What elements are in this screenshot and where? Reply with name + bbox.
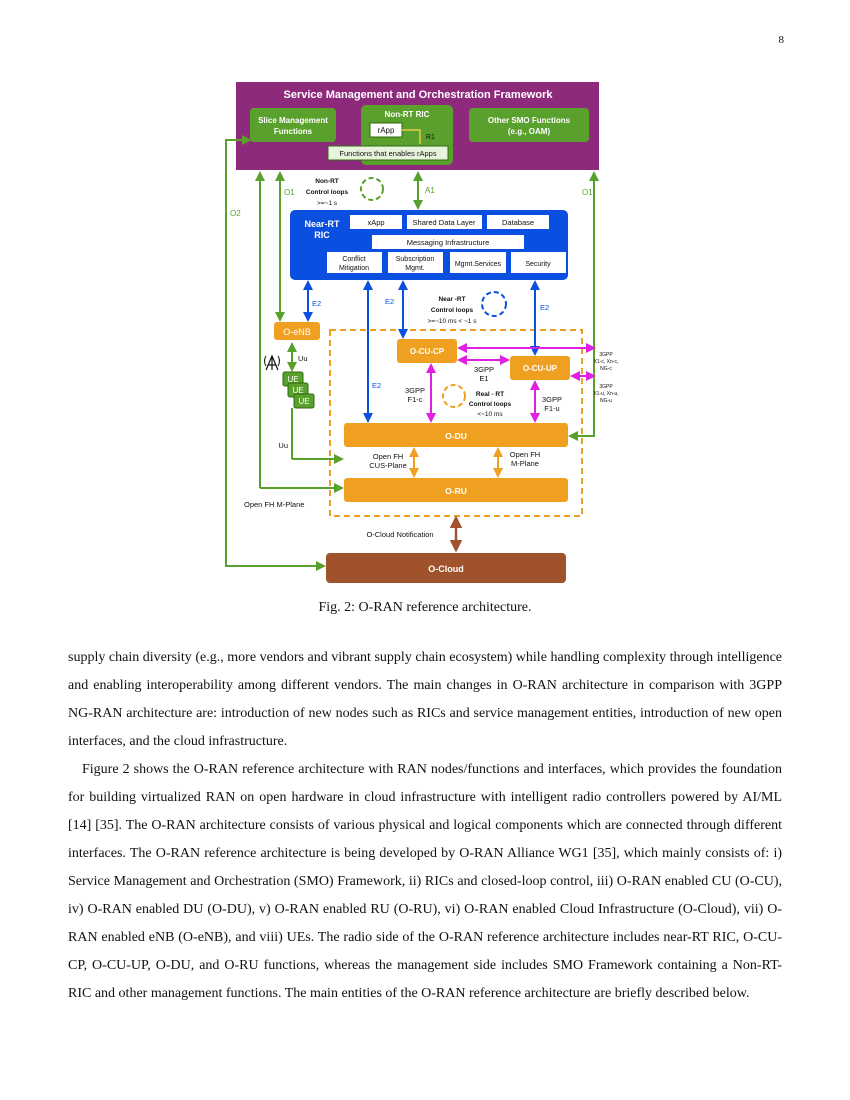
- o1-right-label: O1: [582, 188, 593, 197]
- subscription-box: [388, 252, 443, 273]
- messaging-box: [372, 235, 524, 249]
- xapp-box: [350, 215, 402, 229]
- x1-cp-label-2: X1-c, Xn-c,: [594, 359, 619, 365]
- messaging-label: Messaging Infrastructure: [407, 238, 490, 247]
- e2-oenb-label: E2: [312, 299, 321, 308]
- o2-label: O2: [230, 209, 241, 218]
- non-rt-loop-icon: [360, 177, 384, 201]
- f1c-label-2: F1-c: [408, 395, 423, 404]
- figure-caption: Fig. 2: O-RAN reference architecture.: [318, 600, 532, 615]
- non-rt-loop-label-3: >=~1 s: [317, 200, 338, 207]
- e1-label-2: E1: [479, 374, 488, 383]
- uu-lower-label: Uu: [278, 441, 288, 450]
- shared-data-layer-box: [407, 215, 482, 229]
- r1-label: R1: [426, 134, 435, 141]
- security-box: [511, 252, 566, 273]
- paragraph-2: Figure 2 shows the O-RAN reference archi…: [68, 762, 782, 1001]
- near-rt-loop-label-2: Control loops: [431, 307, 474, 314]
- a1-label: A1: [425, 186, 435, 195]
- r1-line: [402, 129, 421, 144]
- x1-cp-label-1: 3GPP: [599, 352, 613, 358]
- body-text: supply chain diversity (e.g., more vendo…: [68, 644, 782, 1008]
- shared-data-layer-label: Shared Data Layer: [413, 218, 476, 227]
- ocloud-notification-label: O-Cloud Notification: [366, 530, 433, 539]
- mgmt-services-label: Mgmt.Services: [455, 261, 502, 268]
- oru-box: [344, 478, 568, 502]
- open-fh-m-left-label: Open FH M-Plane: [244, 500, 304, 509]
- smo-title: Service Management and Orchestration Fra…: [284, 89, 554, 101]
- conflict-box: [327, 252, 382, 273]
- f1u-label-1: 3GPP: [542, 395, 562, 404]
- conflict-label-2: Mitigation: [339, 265, 369, 272]
- enables-rapps-label: Functions that enables rApps: [339, 149, 436, 158]
- other-smo-box: [469, 108, 589, 142]
- o1-left-label: O1: [284, 188, 295, 197]
- odu-label: O-DU: [445, 431, 467, 441]
- x1-up-label-2: X1-u, Xn-u,: [593, 391, 618, 397]
- uu-upper-label: Uu: [298, 354, 308, 363]
- ue-label-2: UE: [292, 386, 303, 395]
- near-rt-ric-title-1: Near-RT: [304, 219, 340, 229]
- ue-label-1: UE: [287, 375, 298, 384]
- x1-up-label-1: 3GPP: [599, 384, 613, 390]
- ocloud-label: O-Cloud: [428, 564, 464, 574]
- ue-label-3: UE: [298, 397, 309, 406]
- mgmt-services-box: [450, 252, 506, 273]
- real-rt-loop-label-1: Real - RT: [476, 391, 504, 398]
- subscription-label-2: Mgmt.: [405, 265, 425, 272]
- slice-mgmt-label-2: Functions: [274, 127, 313, 136]
- paragraph-1: supply chain diversity (e.g., more vendo…: [68, 650, 782, 749]
- e2-ocucp-label: E2: [385, 297, 394, 306]
- f1u-label-2: F1-u: [544, 404, 559, 413]
- oenb-box: [274, 322, 320, 340]
- enables-rapps-box: [327, 145, 449, 161]
- architecture-diagram: Service Management and Orchestration Fra…: [225, 82, 619, 583]
- ocuup-label: O-CU-UP: [523, 364, 558, 373]
- other-smo-label-1: Other SMO Functions: [488, 116, 571, 125]
- open-fh-m-label-2: M-Plane: [511, 459, 539, 468]
- non-rt-loop-label-1: Non-RT: [315, 178, 338, 185]
- oru-label: O-RU: [445, 486, 467, 496]
- open-fh-cus-label-1: Open FH: [373, 452, 403, 461]
- slice-mgmt-box: [250, 108, 336, 142]
- f1c-label-1: 3GPP: [405, 386, 425, 395]
- near-rt-loop-label-1: Near -RT: [438, 296, 465, 303]
- ocucp-box: [397, 339, 457, 363]
- ue-box-3: [293, 393, 315, 409]
- real-rt-loop-label-3: <~10 ms: [477, 411, 503, 418]
- ocucp-label: O-CU-CP: [410, 347, 445, 356]
- non-rt-ric-title: Non-RT RIC: [385, 110, 430, 119]
- ocuup-box: [510, 356, 570, 380]
- near-rt-loop-icon: [481, 291, 507, 317]
- database-box: [487, 215, 549, 229]
- open-fh-cus-label-2: CUS-Plane: [369, 461, 407, 470]
- x1-up-label-3: NG-u: [600, 398, 612, 404]
- e1-label-1: 3GPP: [474, 365, 494, 374]
- ocloud-box: [326, 553, 566, 583]
- slice-mgmt-label-1: Slice Management: [258, 116, 328, 125]
- other-smo-label-2: (e.g., OAM): [508, 127, 551, 136]
- x1-cp-label-3: NG-c: [600, 366, 612, 372]
- non-rt-loop-label-2: Control loops: [306, 189, 349, 196]
- e2-ocuup-label: E2: [540, 303, 549, 312]
- oenb-label: O-eNB: [283, 327, 311, 337]
- open-fh-m-label-1: Open FH: [510, 450, 540, 459]
- oran-architecture-figure: Service Management and Orchestration Fra…: [222, 78, 622, 592]
- antenna-icon: [264, 354, 280, 371]
- xapp-label: xApp: [367, 218, 384, 227]
- o1-right-line: [568, 171, 599, 441]
- real-rt-loop-icon: [442, 384, 466, 408]
- e2-odu-label: E2: [372, 381, 381, 390]
- real-rt-loop-label-2: Control loops: [469, 401, 512, 408]
- near-rt-ric-title-2: RIC: [314, 230, 330, 240]
- subscription-label-1: Subscription: [396, 256, 435, 263]
- o2-line: [225, 135, 326, 571]
- page-number: 8: [778, 34, 785, 46]
- rapp-label: rApp: [378, 126, 395, 135]
- conflict-label-1: Conflict: [342, 256, 365, 263]
- security-label: Security: [525, 261, 551, 268]
- database-label: Database: [502, 218, 534, 227]
- odu-box: [344, 423, 568, 447]
- near-rt-loop-label-3: >=~10 ms < ~1 s: [428, 318, 478, 325]
